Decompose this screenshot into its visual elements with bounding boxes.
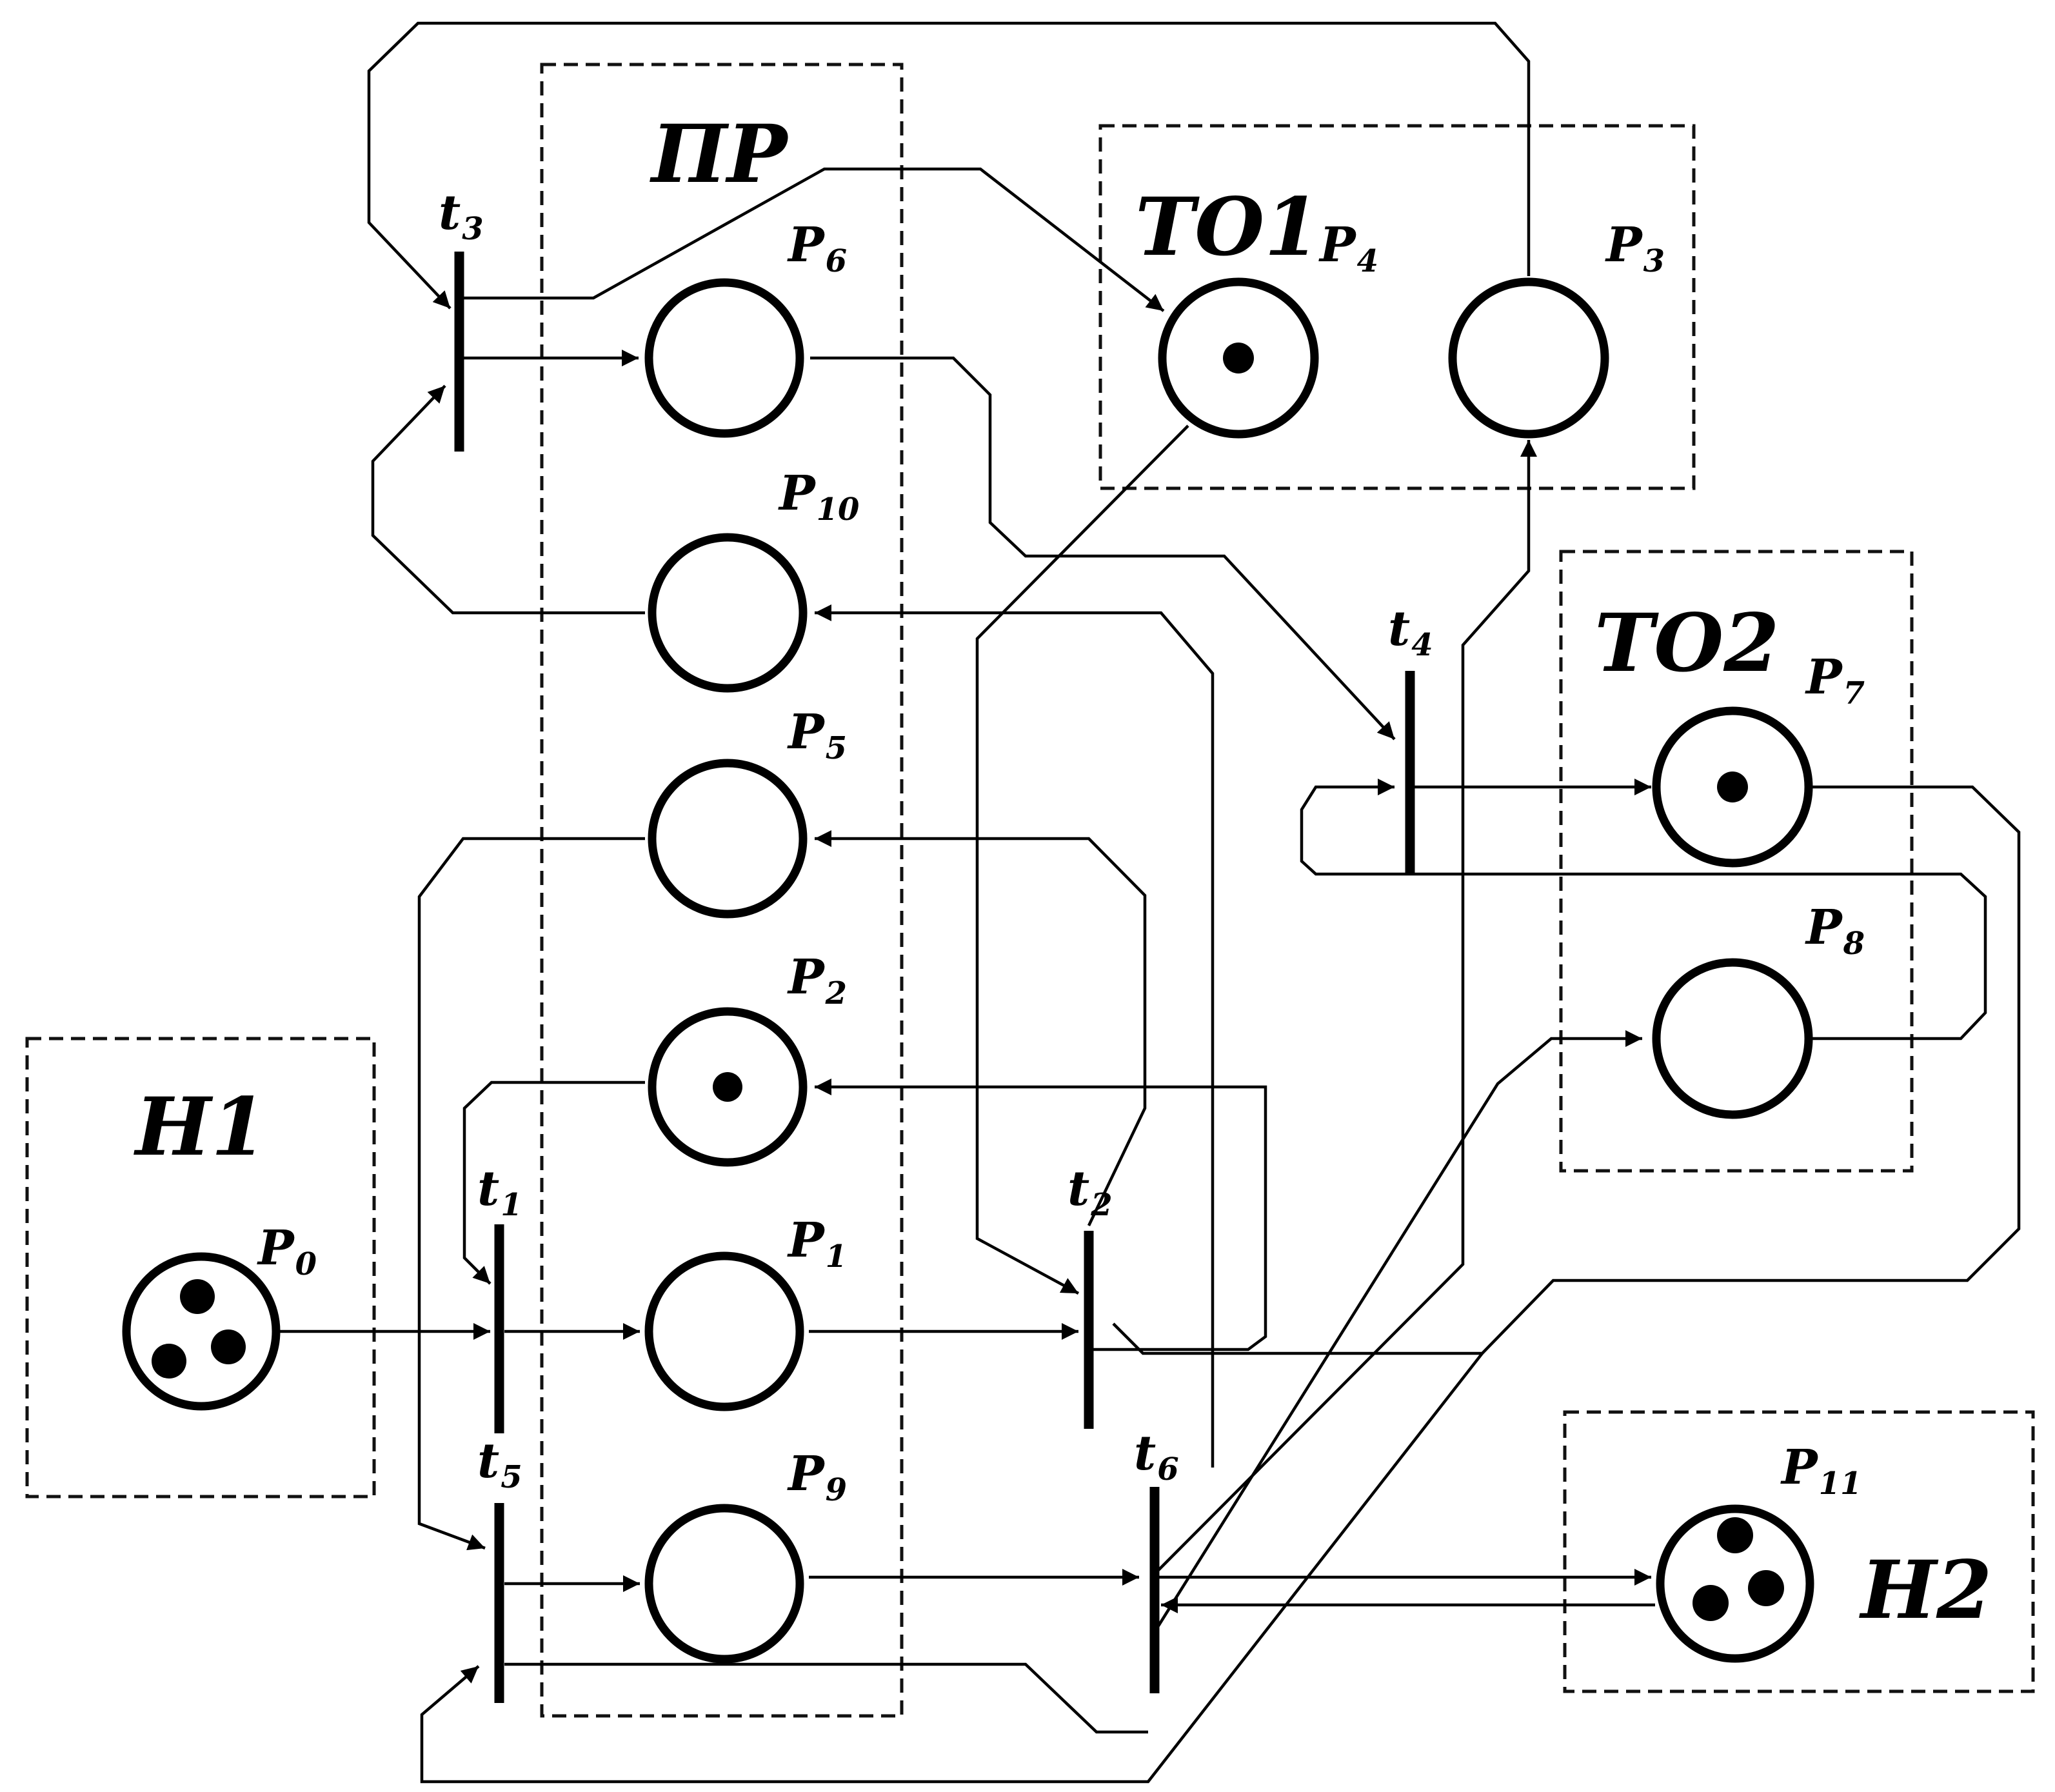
region-n2-label: Н2 <box>1859 1544 1992 1637</box>
transition-label-t6: t6 <box>1134 1426 1179 1488</box>
place-label-p2: P2 <box>787 950 847 1011</box>
arc-t6-p10 <box>815 604 1215 1468</box>
place-p5 <box>648 759 808 919</box>
arc-p3-t3 <box>367 21 1531 310</box>
place-label-p0: P0 <box>257 1220 317 1282</box>
place-label-p7: P7 <box>1805 650 1865 712</box>
arc-p5-t5 <box>417 837 645 1551</box>
place-p8 <box>1652 958 1813 1119</box>
place-p6 <box>644 278 804 438</box>
place-p0-token <box>211 1329 246 1364</box>
region-n1-box <box>25 1037 376 1498</box>
arc-p10-t3 <box>371 384 645 615</box>
region-to1-label: ТО1 <box>1135 181 1320 274</box>
arc-bottom-t5 <box>420 1352 1484 1784</box>
transition-labels: t1 t2 t3 t4 t5 t6 <box>439 185 1433 1495</box>
transition-label-t3: t3 <box>439 185 484 247</box>
arc-t4-p3 <box>1300 779 1410 876</box>
place-p11-token <box>1717 1517 1753 1553</box>
arc-t5-bottom <box>504 1662 1148 1734</box>
place-label-p8: P8 <box>1805 900 1865 962</box>
region-pr-box <box>540 63 904 1718</box>
place-p10 <box>648 533 808 693</box>
region-to2-label: ТО2 <box>1594 597 1780 690</box>
region-to2-box <box>1559 550 1914 1173</box>
region-to1-box <box>1098 124 1696 490</box>
arc-p7-loop-t4 <box>1112 785 2021 1355</box>
place-label-p6: P6 <box>787 217 847 279</box>
transition-label-t2: t2 <box>1067 1161 1113 1223</box>
place-p0-token <box>152 1344 186 1379</box>
arc-p6-t4 <box>810 356 1396 741</box>
place-p11-token <box>1693 1585 1729 1621</box>
place-p0-token <box>180 1279 215 1314</box>
transition-label-t5: t5 <box>477 1433 522 1495</box>
arc-t2-p5 <box>815 830 1147 1226</box>
place-label-p1: P1 <box>787 1213 847 1275</box>
place-p1 <box>644 1251 804 1411</box>
place-labels: P0 P1 P2 P3 P4 P5 P6 P7 P8 P9 P10 P11 <box>257 217 1865 1508</box>
arc-t4-p8-loop <box>1410 872 1987 1040</box>
transition-label-t4: t4 <box>1388 601 1433 663</box>
place-p0 <box>122 1252 281 1411</box>
region-n1-label: Н1 <box>134 1080 266 1174</box>
arc-t3-p4 <box>459 167 1165 312</box>
region-pr-label: ПР <box>650 108 789 201</box>
place-label-p11: P11 <box>1780 1440 1861 1502</box>
arc-t6-p3 <box>1153 440 1537 1577</box>
places <box>122 277 1814 1664</box>
arc-p4-t2 <box>975 424 1189 1295</box>
place-p3 <box>1448 277 1609 439</box>
transition-label-t1: t1 <box>477 1161 522 1223</box>
region-labels: ПР ТО1 ТО2 Н1 Н2 <box>134 108 1992 1637</box>
place-label-p3: P3 <box>1605 217 1665 279</box>
transitions <box>454 252 1415 1703</box>
place-p7-token <box>1717 772 1748 802</box>
place-p9 <box>644 1504 804 1664</box>
arc-t2-p2 <box>815 1079 1267 1351</box>
place-p2-token <box>713 1072 742 1102</box>
arcs <box>279 21 2021 1784</box>
place-p11-token <box>1748 1570 1784 1606</box>
place-label-p10: P10 <box>778 466 859 528</box>
place-p4-token <box>1223 343 1254 373</box>
arc-p2-t1 <box>462 1080 645 1285</box>
place-label-p4: P4 <box>1318 217 1378 279</box>
place-label-p5: P5 <box>787 704 847 766</box>
place-p11 <box>1656 1504 1814 1663</box>
arc-t6-p8 <box>1153 1030 1642 1633</box>
place-label-p9: P9 <box>787 1446 847 1508</box>
